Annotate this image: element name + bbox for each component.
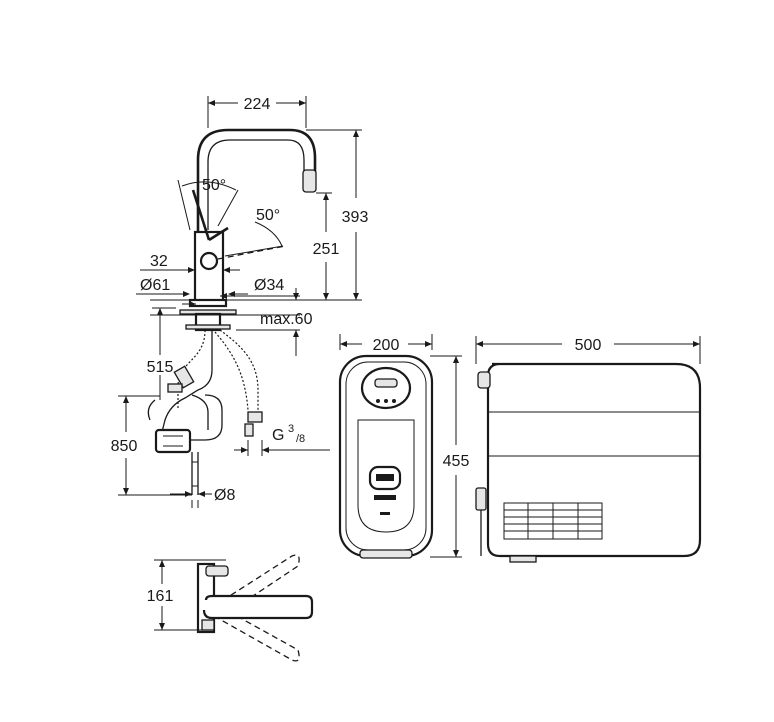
dim-lever-angle-front: 50° bbox=[202, 177, 226, 194]
dim-thread-sup: 3 bbox=[288, 423, 294, 435]
dim-thread-sub: /8 bbox=[296, 433, 305, 445]
dim-lever-angle-side: 50° bbox=[256, 207, 280, 224]
chiller-front-view: 200 455 bbox=[338, 334, 470, 559]
faucet-plan-view: 161 bbox=[147, 554, 314, 662]
dim-shank-length: 515 bbox=[147, 359, 174, 376]
dim-hole-diameter: Ø34 bbox=[254, 277, 284, 294]
dim-spout-reach: 224 bbox=[244, 96, 271, 113]
dim-lever-width: 32 bbox=[150, 253, 168, 270]
supply-hose bbox=[177, 329, 206, 410]
dim-max-thickness: max.60 bbox=[260, 311, 313, 328]
dim-pipe-diameter: Ø8 bbox=[214, 487, 235, 504]
lever-hub bbox=[199, 251, 219, 271]
faucet-elevation bbox=[147, 128, 317, 495]
spray-head bbox=[302, 169, 317, 193]
dim-chiller-depth: 500 bbox=[575, 337, 602, 354]
dim-chiller-height: 455 bbox=[443, 453, 470, 470]
spout-plan bbox=[202, 594, 314, 620]
faucet-dimensions: 224 393 251 50° 50° 32 Ø61 bbox=[111, 96, 369, 508]
dim-plan-depth: 161 bbox=[147, 588, 174, 605]
dim-base-diameter: Ø61 bbox=[140, 277, 170, 294]
dim-total-height: 393 bbox=[342, 209, 369, 226]
dim-spout-height: 251 bbox=[313, 241, 340, 258]
chiller-body-side bbox=[486, 362, 702, 558]
faucet-spout bbox=[196, 128, 317, 300]
dim-install-height: 850 bbox=[111, 438, 138, 455]
dim-chiller-width: 200 bbox=[373, 337, 400, 354]
connection-block bbox=[154, 428, 192, 454]
chiller-side-view: 500 bbox=[475, 336, 702, 563]
dim-thread-main: G bbox=[272, 427, 284, 444]
